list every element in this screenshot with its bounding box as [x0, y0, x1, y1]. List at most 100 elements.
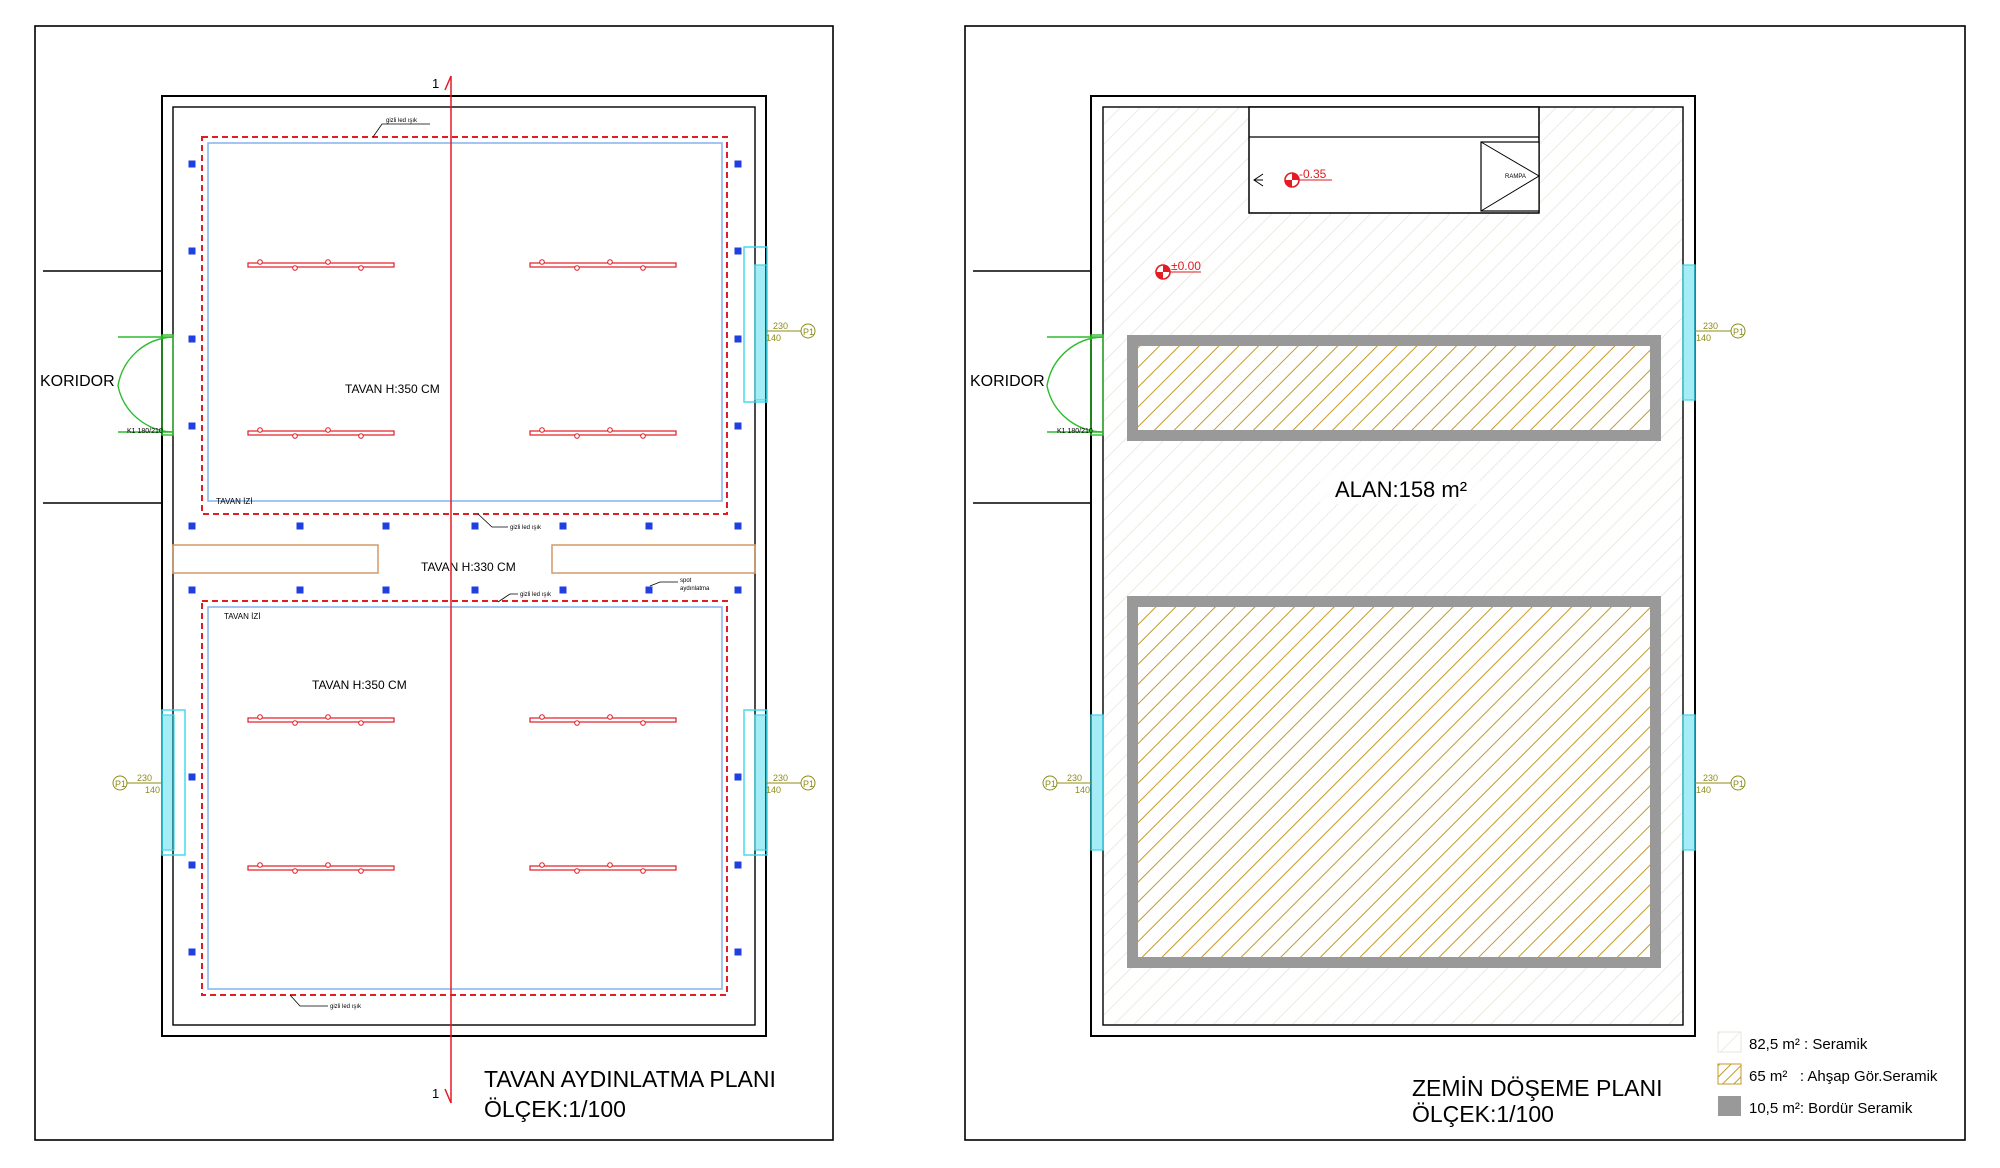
ceiling-trace-lower: [207, 606, 723, 990]
sheet-frame: [964, 25, 1966, 1141]
led-label: gizli led ışık: [330, 1004, 362, 1010]
spot-light: [188, 861, 196, 869]
windows-right-plan: [1090, 264, 1696, 851]
legend-swatch-border: [1718, 1096, 1741, 1116]
window-tag-right-upper: P1 230 140: [1695, 321, 1746, 343]
window-tag-label: P1: [115, 779, 126, 789]
parquet-hatch-upper: [1138, 346, 1650, 430]
window-tag-label: P1: [1733, 779, 1744, 789]
spot-light: [734, 335, 742, 343]
level-floor-label: ±0.00: [1171, 259, 1201, 273]
ceiling-height-upper: TAVAN H:350 CM: [345, 382, 440, 396]
spot-light: [734, 247, 742, 255]
sheet-frame: [34, 25, 834, 1141]
area-label: ALAN:158 m²: [1335, 477, 1467, 502]
spot-light: [559, 586, 567, 594]
parquet-hatch-lower: [1138, 607, 1650, 957]
window-tag-left-lower: P1 230 140: [1042, 773, 1091, 795]
window-width: 230: [137, 773, 152, 783]
linear-light-fixtures: [247, 259, 677, 874]
ramp-arrow: [1480, 141, 1540, 212]
window-height: 140: [1696, 333, 1711, 343]
spot-label: spot: [680, 578, 692, 584]
spot-light: [188, 948, 196, 956]
spot-light: [382, 522, 390, 530]
led-label: gizli led ışık: [520, 592, 552, 598]
window-tag-left-lower: P1 230 140: [112, 773, 162, 795]
legend-item: 10,5 m²: Bordür Seramik: [1749, 1100, 1913, 1117]
window-height: 140: [1075, 785, 1090, 795]
spot-light: [734, 586, 742, 594]
corridor-label: KORIDOR: [40, 373, 115, 390]
area-label-bg: [1320, 470, 1480, 504]
ceiling-trace-label: TAVAN İZİ: [216, 497, 252, 506]
window-width: 230: [773, 773, 788, 783]
legend-item: 82,5 m² : Seramik: [1749, 1036, 1868, 1053]
window-tag-label: P1: [1733, 327, 1744, 337]
linear-light-fixture: [247, 714, 395, 726]
window-height: 140: [1696, 785, 1711, 795]
window-tag-right-lower: P1 230 140: [1695, 773, 1746, 795]
linear-light-fixture: [247, 427, 395, 439]
door-tag: K1 180/210: [1057, 428, 1093, 435]
ramp-label: RAMPA: [1505, 174, 1526, 180]
level-marker-floor: ±0.00: [1155, 259, 1201, 280]
soffit-right: [551, 544, 756, 574]
window-height: 140: [766, 333, 781, 343]
window-width: 230: [1703, 321, 1718, 331]
hidden-led-upper: [201, 136, 728, 515]
spot-light: [296, 522, 304, 530]
spot-label: aydınlatma: [680, 586, 710, 592]
spot-light: [734, 948, 742, 956]
linear-light-fixture: [529, 427, 677, 439]
ceiling-plan-title: TAVAN AYDINLATMA PLANI: [484, 1066, 776, 1092]
ceiling-height-middle: TAVAN H:330 CM: [421, 560, 516, 574]
spot-light: [734, 522, 742, 530]
spot-light: [382, 586, 390, 594]
window-width: 230: [1703, 773, 1718, 783]
window-tag-right-lower: P1 230 140: [766, 773, 816, 795]
windows-left-plan: [161, 246, 768, 856]
spot-lights: [188, 160, 742, 956]
spot-light: [734, 422, 742, 430]
linear-light-fixture: [529, 714, 677, 726]
linear-light-fixture: [529, 259, 677, 271]
legend: 82,5 m² : Seramik 65 m² : Ahşap Gör.Sera…: [1717, 1031, 1938, 1117]
level-stage-label: -0.35: [1299, 167, 1327, 181]
floor-plan-scale: ÖLÇEK:1/100: [1412, 1101, 1554, 1127]
window-tag-label: P1: [803, 779, 814, 789]
spot-light: [188, 773, 196, 781]
window-height: 140: [145, 785, 160, 795]
spot-light: [645, 522, 653, 530]
window-width: 230: [773, 321, 788, 331]
spot-light: [471, 586, 479, 594]
soffit-left: [172, 544, 379, 574]
spot-light: [188, 160, 196, 168]
spot-light: [734, 773, 742, 781]
ceiling-plan-scale: ÖLÇEK:1/100: [484, 1096, 626, 1122]
outer-wall: [1090, 95, 1696, 1037]
window-width: 230: [1067, 773, 1082, 783]
spot-light: [734, 160, 742, 168]
window-tag-right-upper: P1 230 140: [766, 321, 816, 343]
window-tag-label: P1: [803, 327, 814, 337]
window-height: 140: [766, 785, 781, 795]
spot-light: [188, 247, 196, 255]
section-mark-top: 1: [432, 76, 439, 91]
spot-light: [559, 522, 567, 530]
led-label: gizli led ışık: [386, 118, 418, 124]
section-mark-bottom: 1: [432, 1086, 439, 1101]
floor-plan: RAMPA -0.35 ±0.00 ALAN:158 m² KORI: [964, 25, 1966, 1141]
spot-light: [188, 422, 196, 430]
outer-wall: [161, 95, 767, 1037]
linear-light-fixture: [529, 862, 677, 874]
spot-light: [188, 522, 196, 530]
door-k1: [117, 334, 174, 436]
spot-light: [645, 586, 653, 594]
linear-light-fixture: [247, 862, 395, 874]
linear-light-fixture: [247, 259, 395, 271]
spot-light: [188, 586, 196, 594]
door-k1: [1046, 334, 1104, 436]
spot-light: [296, 586, 304, 594]
